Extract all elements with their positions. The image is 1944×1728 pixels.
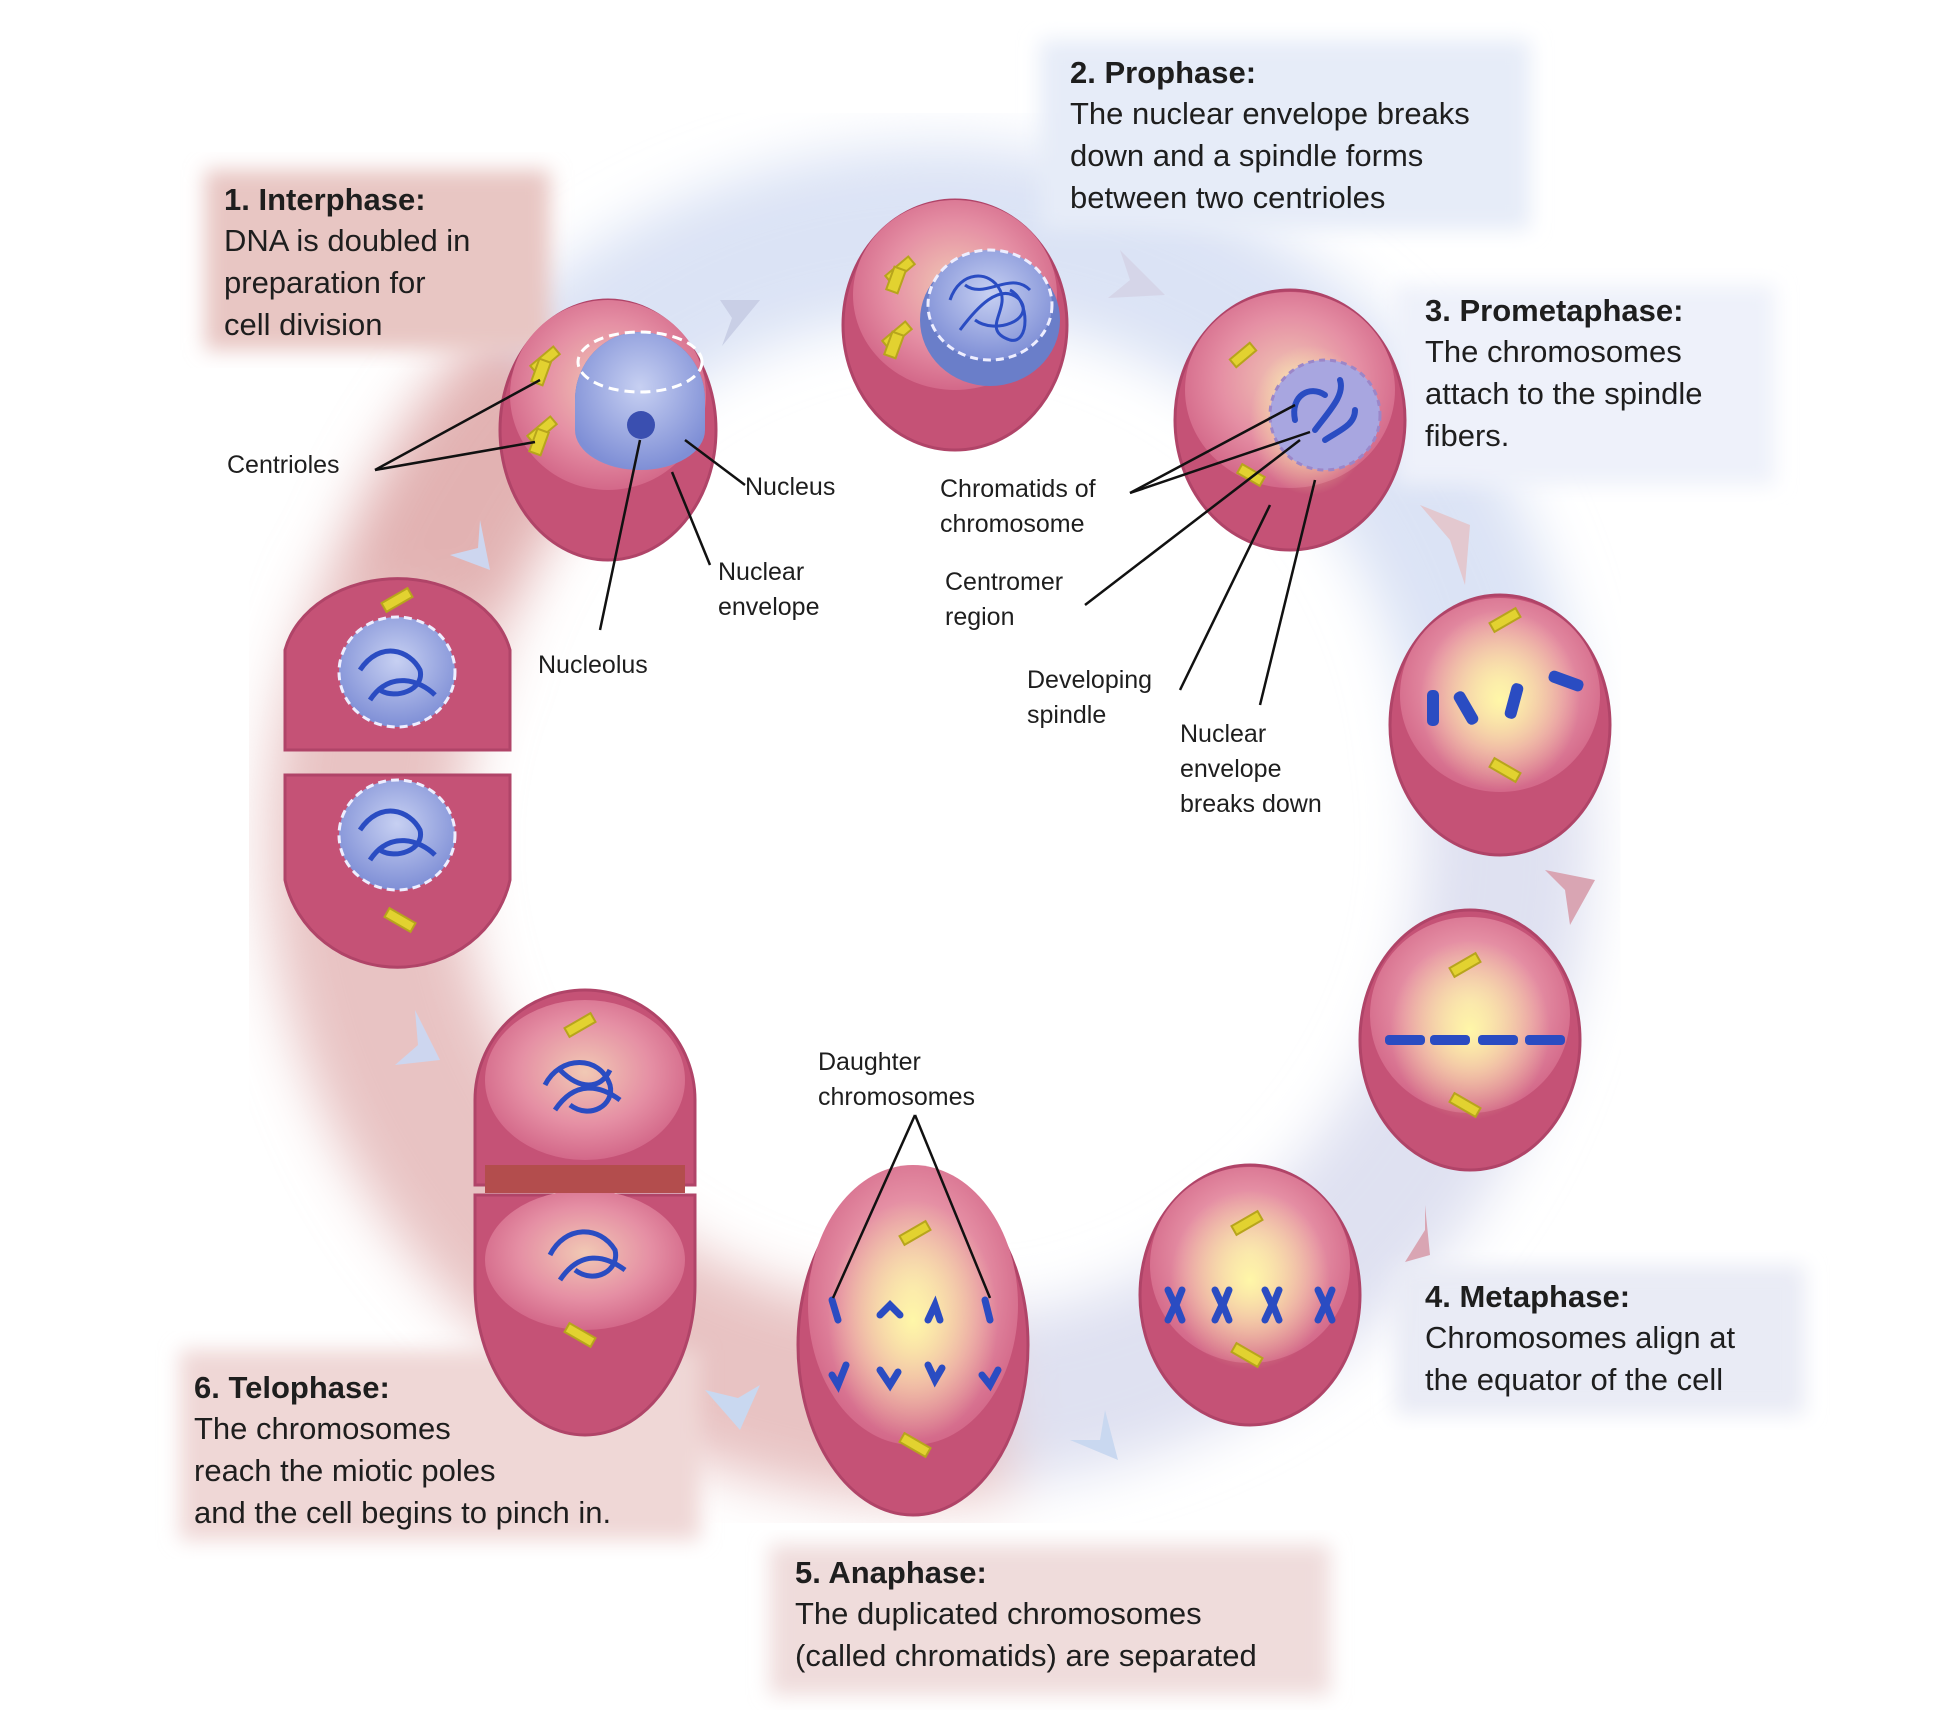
label-chromatids: Chromatids of chromosome	[940, 472, 1096, 542]
interphase-panel	[205, 170, 550, 350]
daughter-chromosome-upper	[828, 1295, 994, 1324]
cell-anaphase	[796, 1165, 1030, 1517]
stage-title: 1. Interphase:	[224, 182, 426, 217]
label-nucleolus: Nucleolus	[538, 648, 648, 683]
centriole-icon	[880, 255, 917, 360]
leader-lines	[374, 378, 1317, 1299]
stage-title: 4. Metaphase:	[1425, 1279, 1631, 1314]
arrow-5-to-6	[705, 1385, 760, 1430]
stage-prophase: 2. Prophase: The nuclear envelope breaks…	[1070, 53, 1470, 219]
label-envelope-breaks: Nuclear envelope breaks down	[1180, 717, 1322, 822]
label-line: Chromatids of	[940, 475, 1096, 503]
stage-desc-line: The nuclear envelope breaks	[1070, 96, 1470, 131]
stage-title: 3. Prometaphase:	[1425, 293, 1684, 328]
stage-desc-line: The chromosomes	[194, 1411, 451, 1446]
stage-title: 5. Anaphase:	[795, 1555, 987, 1590]
label-line: Nucleus	[745, 473, 836, 501]
label-line: chromosome	[940, 510, 1085, 538]
label-line: Nucleolus	[538, 651, 648, 679]
label-line: chromosomes	[818, 1083, 975, 1111]
arrow-2-to-3	[1108, 250, 1165, 298]
centriole-icon	[1448, 951, 1482, 1119]
cell-metaphase-early	[1388, 593, 1612, 857]
centriole-icon	[1228, 341, 1267, 488]
stage-metaphase: 4. Metaphase: Chromosomes align at the e…	[1425, 1277, 1735, 1401]
label-line: Developing	[1027, 666, 1153, 694]
centriole-icon	[380, 586, 417, 934]
stage-desc-line: the equator of the cell	[1425, 1362, 1724, 1397]
centriole-icon	[1488, 606, 1522, 784]
stage-desc-line: attach to the spindle	[1425, 376, 1703, 411]
arrow-4-to-5	[1070, 1410, 1118, 1460]
cell-telophase	[473, 988, 697, 1437]
stage-telophase: 6. Telophase: The chromosomes reach the …	[194, 1368, 611, 1534]
label-centromer: Centromer region	[945, 565, 1063, 635]
stage-desc-line: The duplicated chromosomes	[795, 1596, 1202, 1631]
label-developing-spindle: Developing spindle	[1027, 663, 1152, 733]
label-line: region	[945, 603, 1015, 631]
cell-interphase	[498, 298, 718, 562]
label-line: spindle	[1027, 701, 1107, 729]
stage-desc-line: preparation for	[224, 265, 426, 300]
stage-desc-line: fibers.	[1425, 418, 1510, 453]
stage-desc-line: and the cell begins to pinch in.	[194, 1495, 612, 1530]
split-chromosomes	[1164, 1286, 1336, 1324]
stage-desc-line: down and a spindle forms	[1070, 138, 1424, 173]
stage-desc-line: (called chromatids) are separated	[795, 1638, 1257, 1673]
label-line: Daughter	[818, 1048, 921, 1076]
stage-desc-line: Chromosomes align at	[1425, 1320, 1736, 1355]
arrow-6-to-telo-early	[395, 1010, 440, 1065]
stage-desc-line: between two centrioles	[1070, 180, 1386, 215]
prophase-panel	[1040, 40, 1530, 230]
label-nucleus: Nucleus	[745, 470, 835, 505]
chromosomes	[1427, 670, 1584, 726]
daughter-chromosome-lower	[828, 1361, 1002, 1393]
centriole-icon	[898, 1219, 932, 1459]
label-line: Centromer	[945, 568, 1064, 596]
tangled-chromatin	[948, 274, 1032, 342]
cell-prometaphase	[1173, 288, 1407, 552]
centriole-icon	[1230, 1209, 1264, 1369]
stage-title: 2. Prophase:	[1070, 55, 1257, 90]
cell-metaphase	[1358, 908, 1582, 1172]
centriole-icon	[563, 1011, 597, 1349]
arrow-1-to-2	[720, 300, 760, 346]
label-line: Centrioles	[227, 451, 340, 479]
cell-late-metaphase	[1138, 1163, 1362, 1427]
arrow-metaphase-to-late	[1405, 1205, 1430, 1262]
cycle-arrows	[395, 250, 1595, 1460]
centriole-icon	[525, 345, 562, 457]
telophase-chromatin-bottom	[547, 1229, 627, 1282]
label-nuclear-envelope: Nuclear envelope	[718, 555, 819, 625]
label-line: envelope	[1180, 755, 1282, 783]
label-line: breaks down	[1180, 790, 1322, 818]
telophase-chromatin-top	[542, 1060, 622, 1114]
cell-prophase	[841, 198, 1069, 452]
label-line: Nuclear	[1180, 720, 1267, 748]
stage-title: 6. Telophase:	[194, 1370, 390, 1405]
cell-daughters	[283, 577, 512, 969]
stage-anaphase: 5. Anaphase: The duplicated chromosomes …	[795, 1553, 1257, 1677]
stage-desc-line: cell division	[224, 307, 383, 342]
stage-desc-line: reach the miotic poles	[194, 1453, 496, 1488]
label-line: Nuclear	[718, 558, 805, 586]
label-daughter-chromosomes: Daughter chromosomes	[818, 1045, 975, 1115]
stage-prometaphase: 3. Prometaphase: The chromosomes attach …	[1425, 291, 1702, 457]
chromatid-pair	[1291, 377, 1358, 443]
label-centrioles: Centrioles	[227, 448, 340, 483]
prometaphase-panel	[1395, 285, 1775, 485]
metaphase-panel	[1395, 1265, 1805, 1415]
stage-interphase: 1. Interphase: DNA is doubled in prepara…	[224, 180, 470, 346]
arrow-3-to-4	[1420, 505, 1470, 585]
stage-desc-line: DNA is doubled in	[224, 223, 471, 258]
equator-chromosomes	[1385, 1035, 1565, 1045]
arrow-telo-to-1	[450, 520, 490, 570]
arrow-4-to-metaphase	[1545, 870, 1595, 925]
anaphase-panel	[770, 1545, 1330, 1695]
stage-desc-line: The chromosomes	[1425, 334, 1682, 369]
label-line: envelope	[718, 593, 820, 621]
